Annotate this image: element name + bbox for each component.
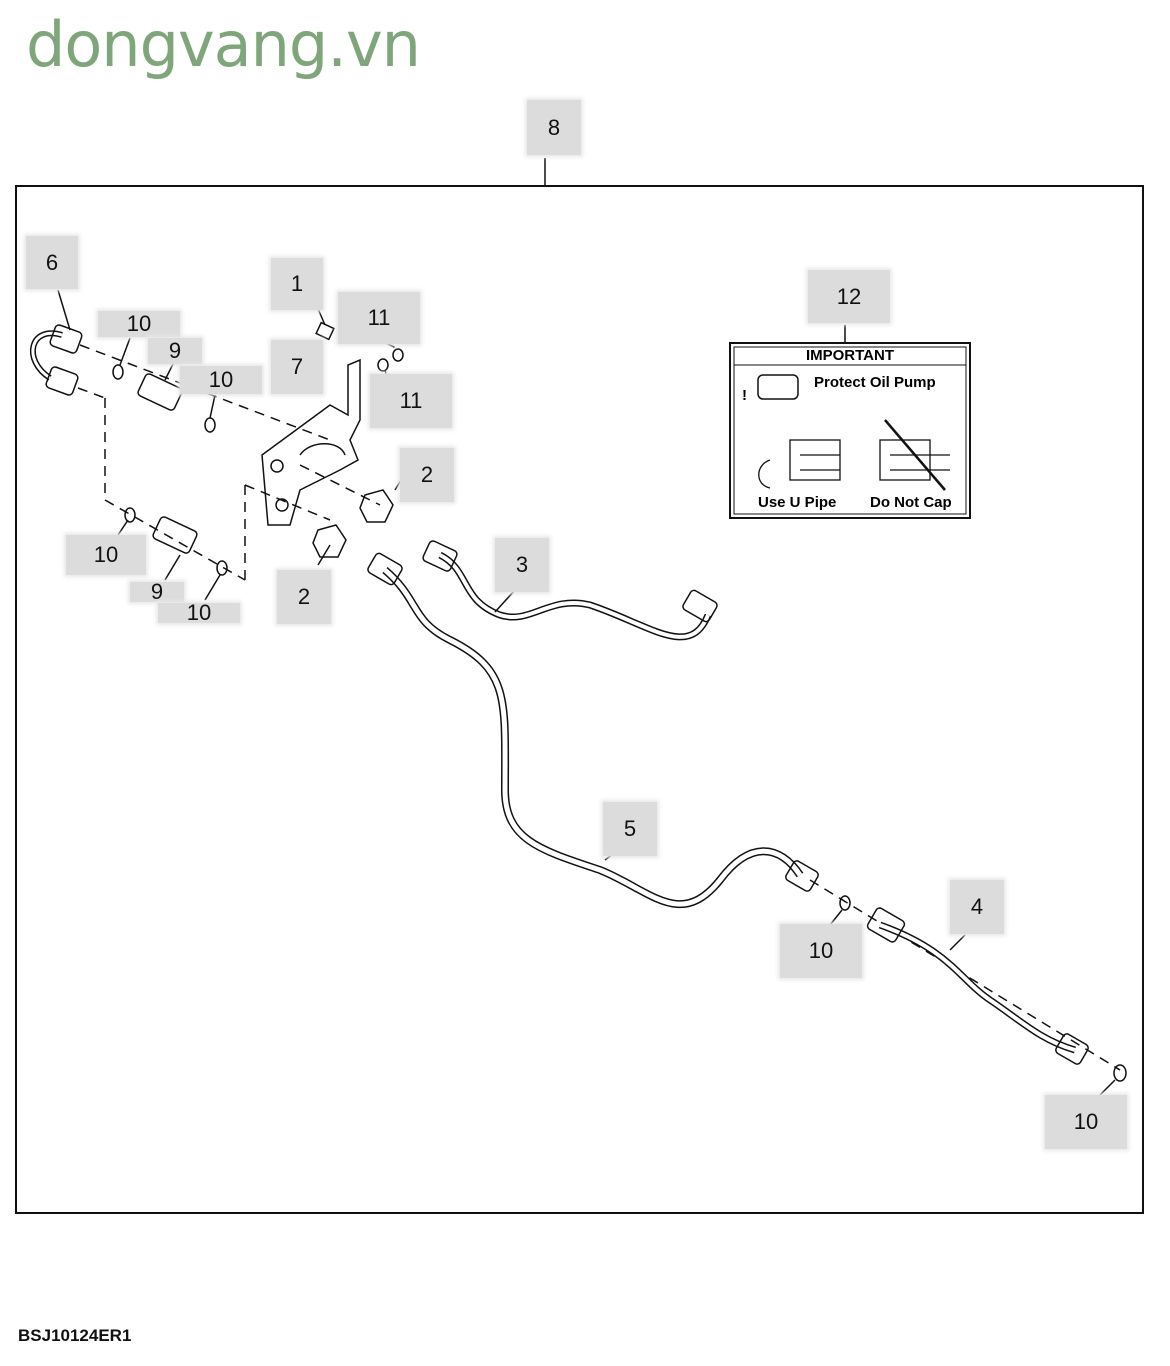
watermark: dongvang.vn <box>26 8 421 81</box>
callout-8: 8 <box>527 100 581 155</box>
callout-5: 5 <box>603 802 657 856</box>
callout-10c: 10 <box>66 535 146 575</box>
callout-9a: 9 <box>148 338 202 364</box>
callout-6: 6 <box>26 236 78 289</box>
callout-11b: 11 <box>370 374 452 428</box>
callout-7: 7 <box>271 340 323 394</box>
pump-icon <box>757 374 799 400</box>
callout-2b: 2 <box>277 570 331 624</box>
decal-use-text: Use U Pipe <box>758 494 836 511</box>
svg-text:!: ! <box>742 387 747 404</box>
callout-3: 3 <box>495 538 549 592</box>
callout-10d: 10 <box>158 600 240 625</box>
callout-10f: 10 <box>1045 1095 1127 1149</box>
callout-12: 12 <box>808 270 890 323</box>
callout-9b: 9 <box>130 579 184 604</box>
callout-4: 4 <box>950 880 1004 934</box>
diagram-frame <box>15 185 1144 1214</box>
callout-11a: 11 <box>338 292 420 344</box>
callout-2a: 2 <box>400 448 454 502</box>
important-decal: IMPORTANT ! Protect Oil Pump Use U Pipe … <box>729 342 971 519</box>
decal-title: IMPORTANT <box>806 347 894 364</box>
callout-10e: 10 <box>780 924 862 978</box>
callout-10a: 10 <box>98 311 180 337</box>
decal-protect-text: Protect Oil Pump <box>814 374 936 391</box>
callout-1: 1 <box>271 258 323 310</box>
decal-donot-text: Do Not Cap <box>870 494 952 511</box>
callout-10b: 10 <box>180 366 262 394</box>
figure-code: BSJ10124ER1 <box>18 1326 132 1345</box>
